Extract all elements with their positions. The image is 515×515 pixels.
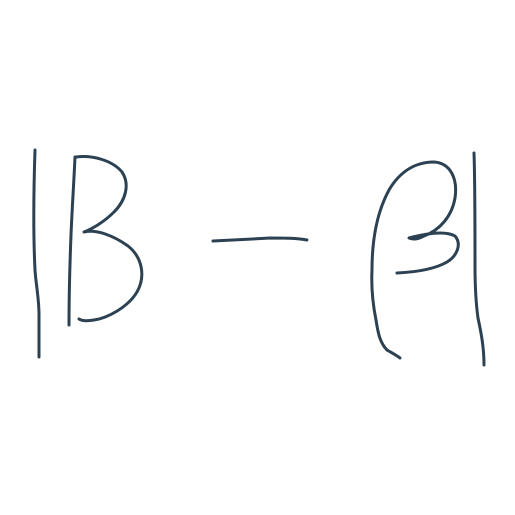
greek-beta [370,160,460,352]
greek-beta-tail [385,348,402,360]
right-absolute-value-bar [472,151,486,367]
capital-b-bowls [74,155,144,323]
capital-b-stem [67,155,77,327]
left-absolute-value-bar [32,148,41,359]
minus-sign [211,236,309,243]
